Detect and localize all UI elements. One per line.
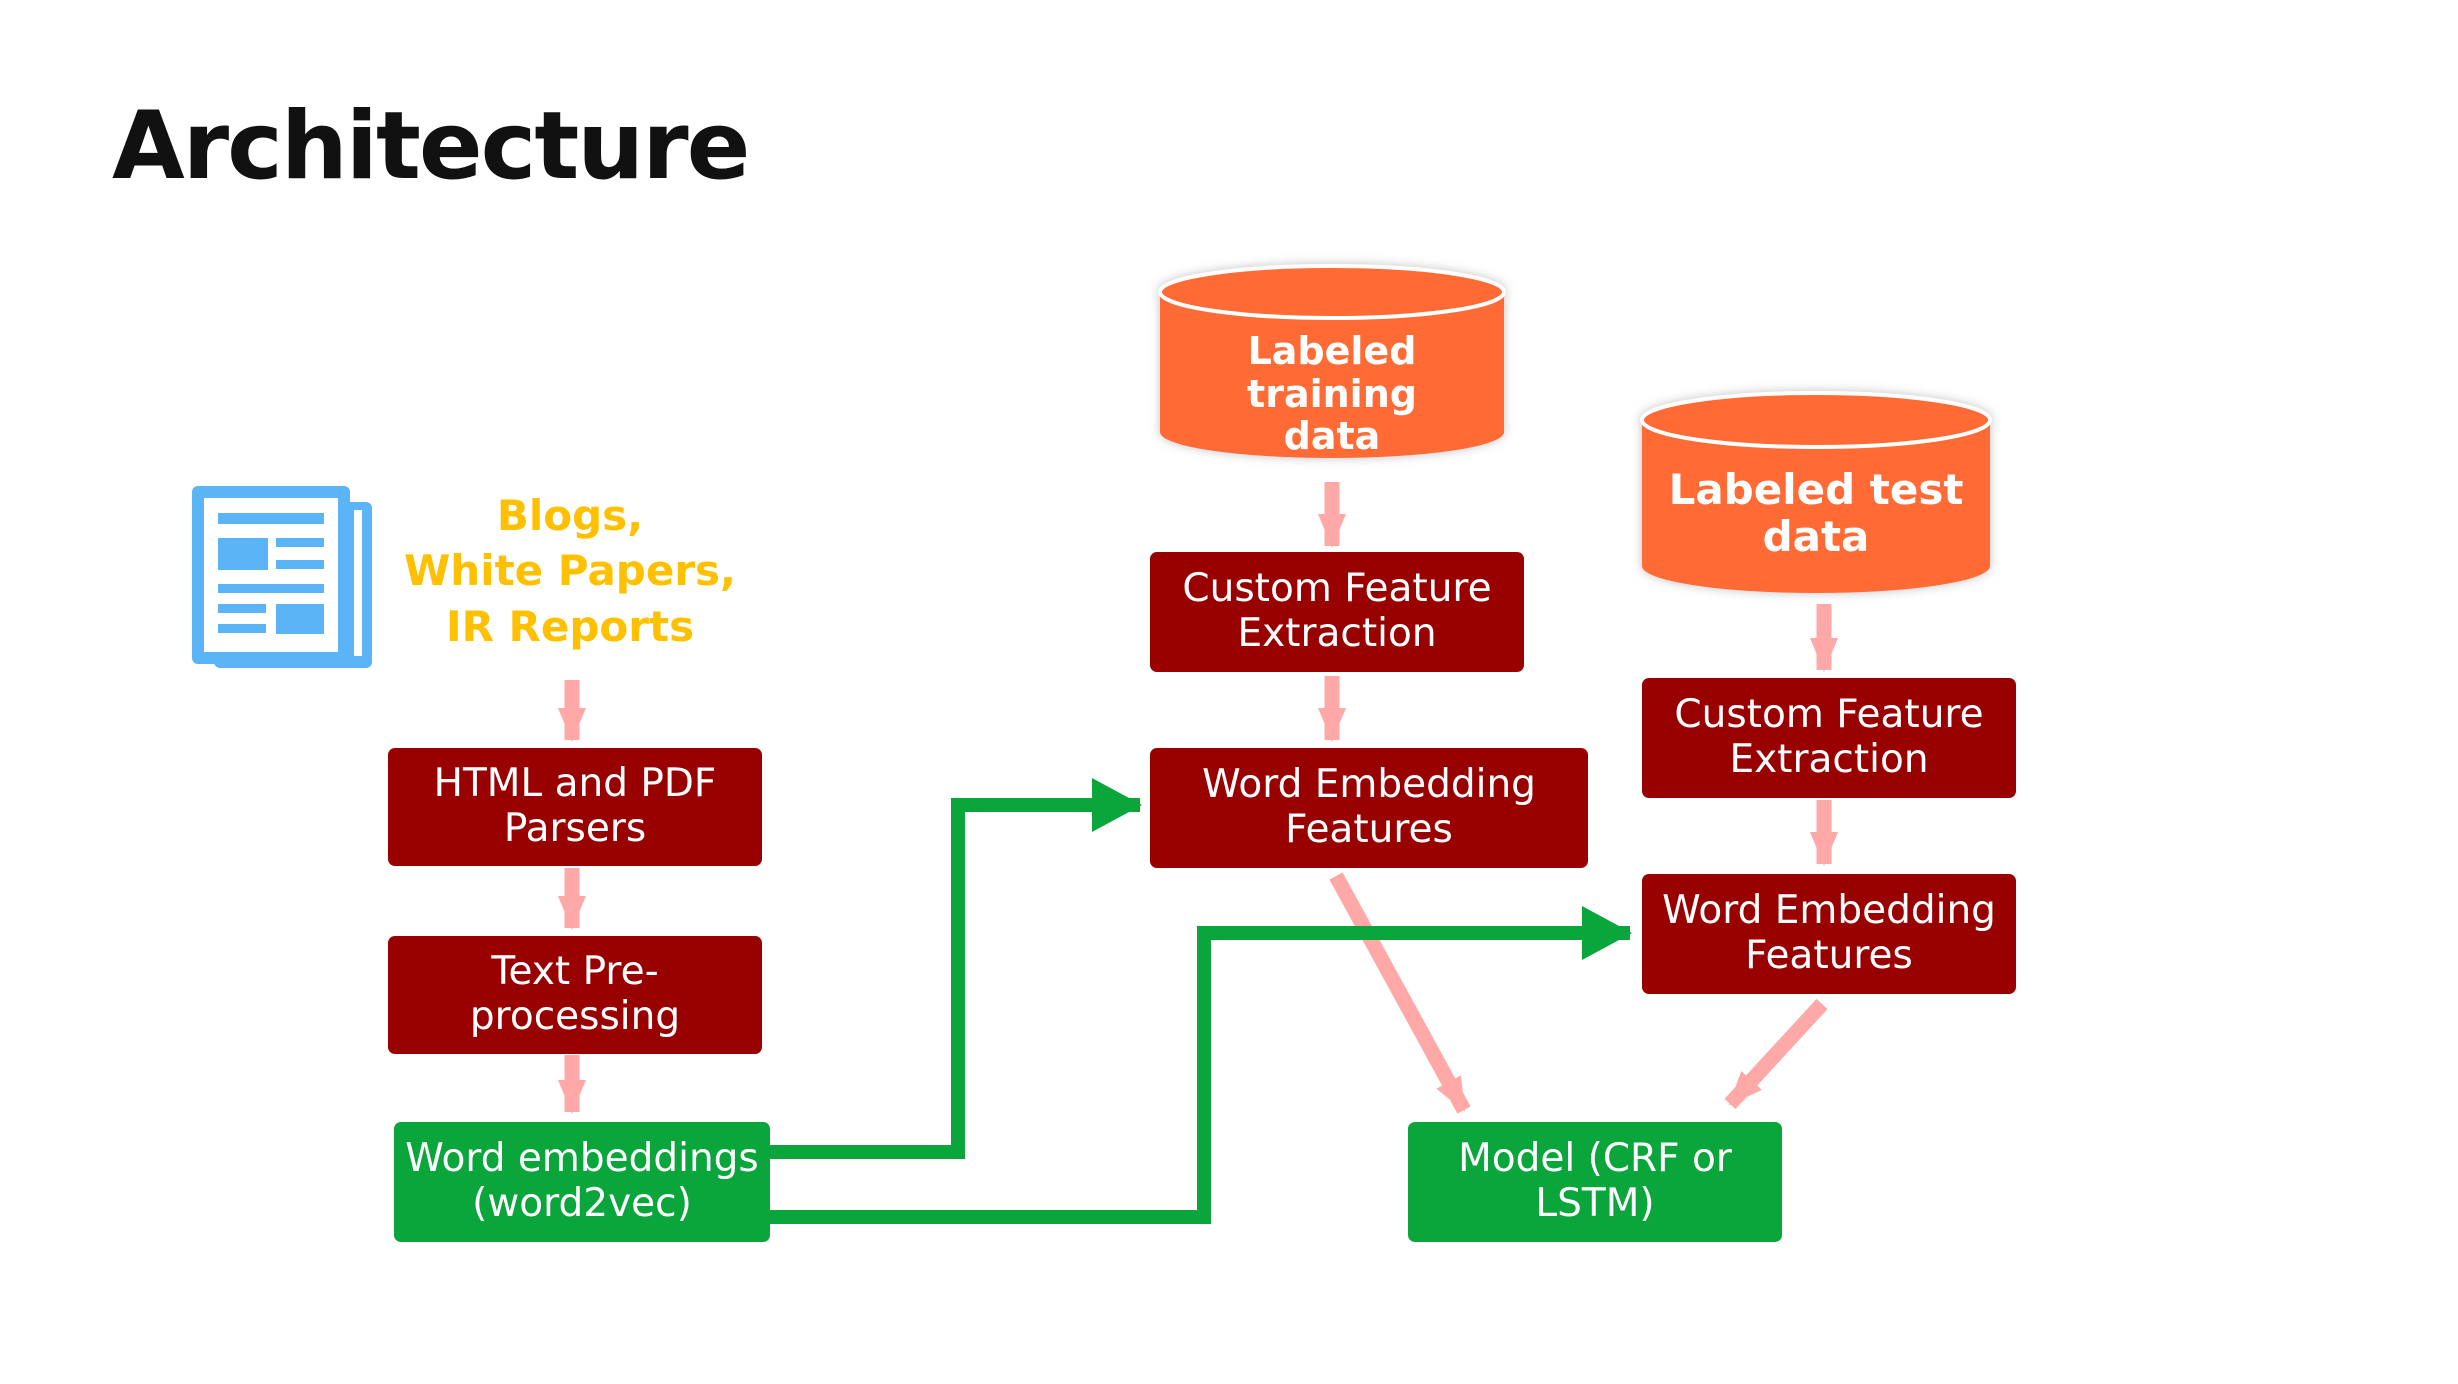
text-preprocessing-box: Text Pre- processing: [388, 936, 762, 1054]
newspaper-document-icon: [192, 486, 372, 668]
parsers-box: HTML and PDF Parsers: [388, 748, 762, 866]
green-arrow-to-test-features: [770, 906, 1632, 1224]
model-box: Model (CRF or LSTM): [1408, 1122, 1782, 1242]
sources-label: Blogs, White Papers, IR Reports: [403, 491, 737, 651]
flow-arrows: [558, 482, 1838, 1114]
labeled-test-data-cylinder: [1640, 391, 1992, 593]
training-embedding-features-box: Word Embedding Features: [1150, 748, 1588, 868]
training-feature-extraction-box: Custom Feature Extraction: [1150, 552, 1524, 672]
test-embedding-features-box: Word Embedding Features: [1642, 874, 2016, 994]
green-arrow-to-training-features: [770, 778, 1142, 1159]
test-db-label: Labeled test data: [1668, 465, 1964, 562]
arrow-test-features-to-model: [1724, 998, 1828, 1110]
page-title: Architecture: [112, 92, 750, 201]
word-embeddings-box: Word embeddings (word2vec): [394, 1122, 770, 1242]
training-db-label: Labeled training data: [1247, 329, 1417, 459]
arrow-training-features-to-model: [1329, 872, 1471, 1114]
test-feature-extraction-box: Custom Feature Extraction: [1642, 678, 2016, 798]
labeled-training-data-cylinder: [1158, 264, 1506, 458]
